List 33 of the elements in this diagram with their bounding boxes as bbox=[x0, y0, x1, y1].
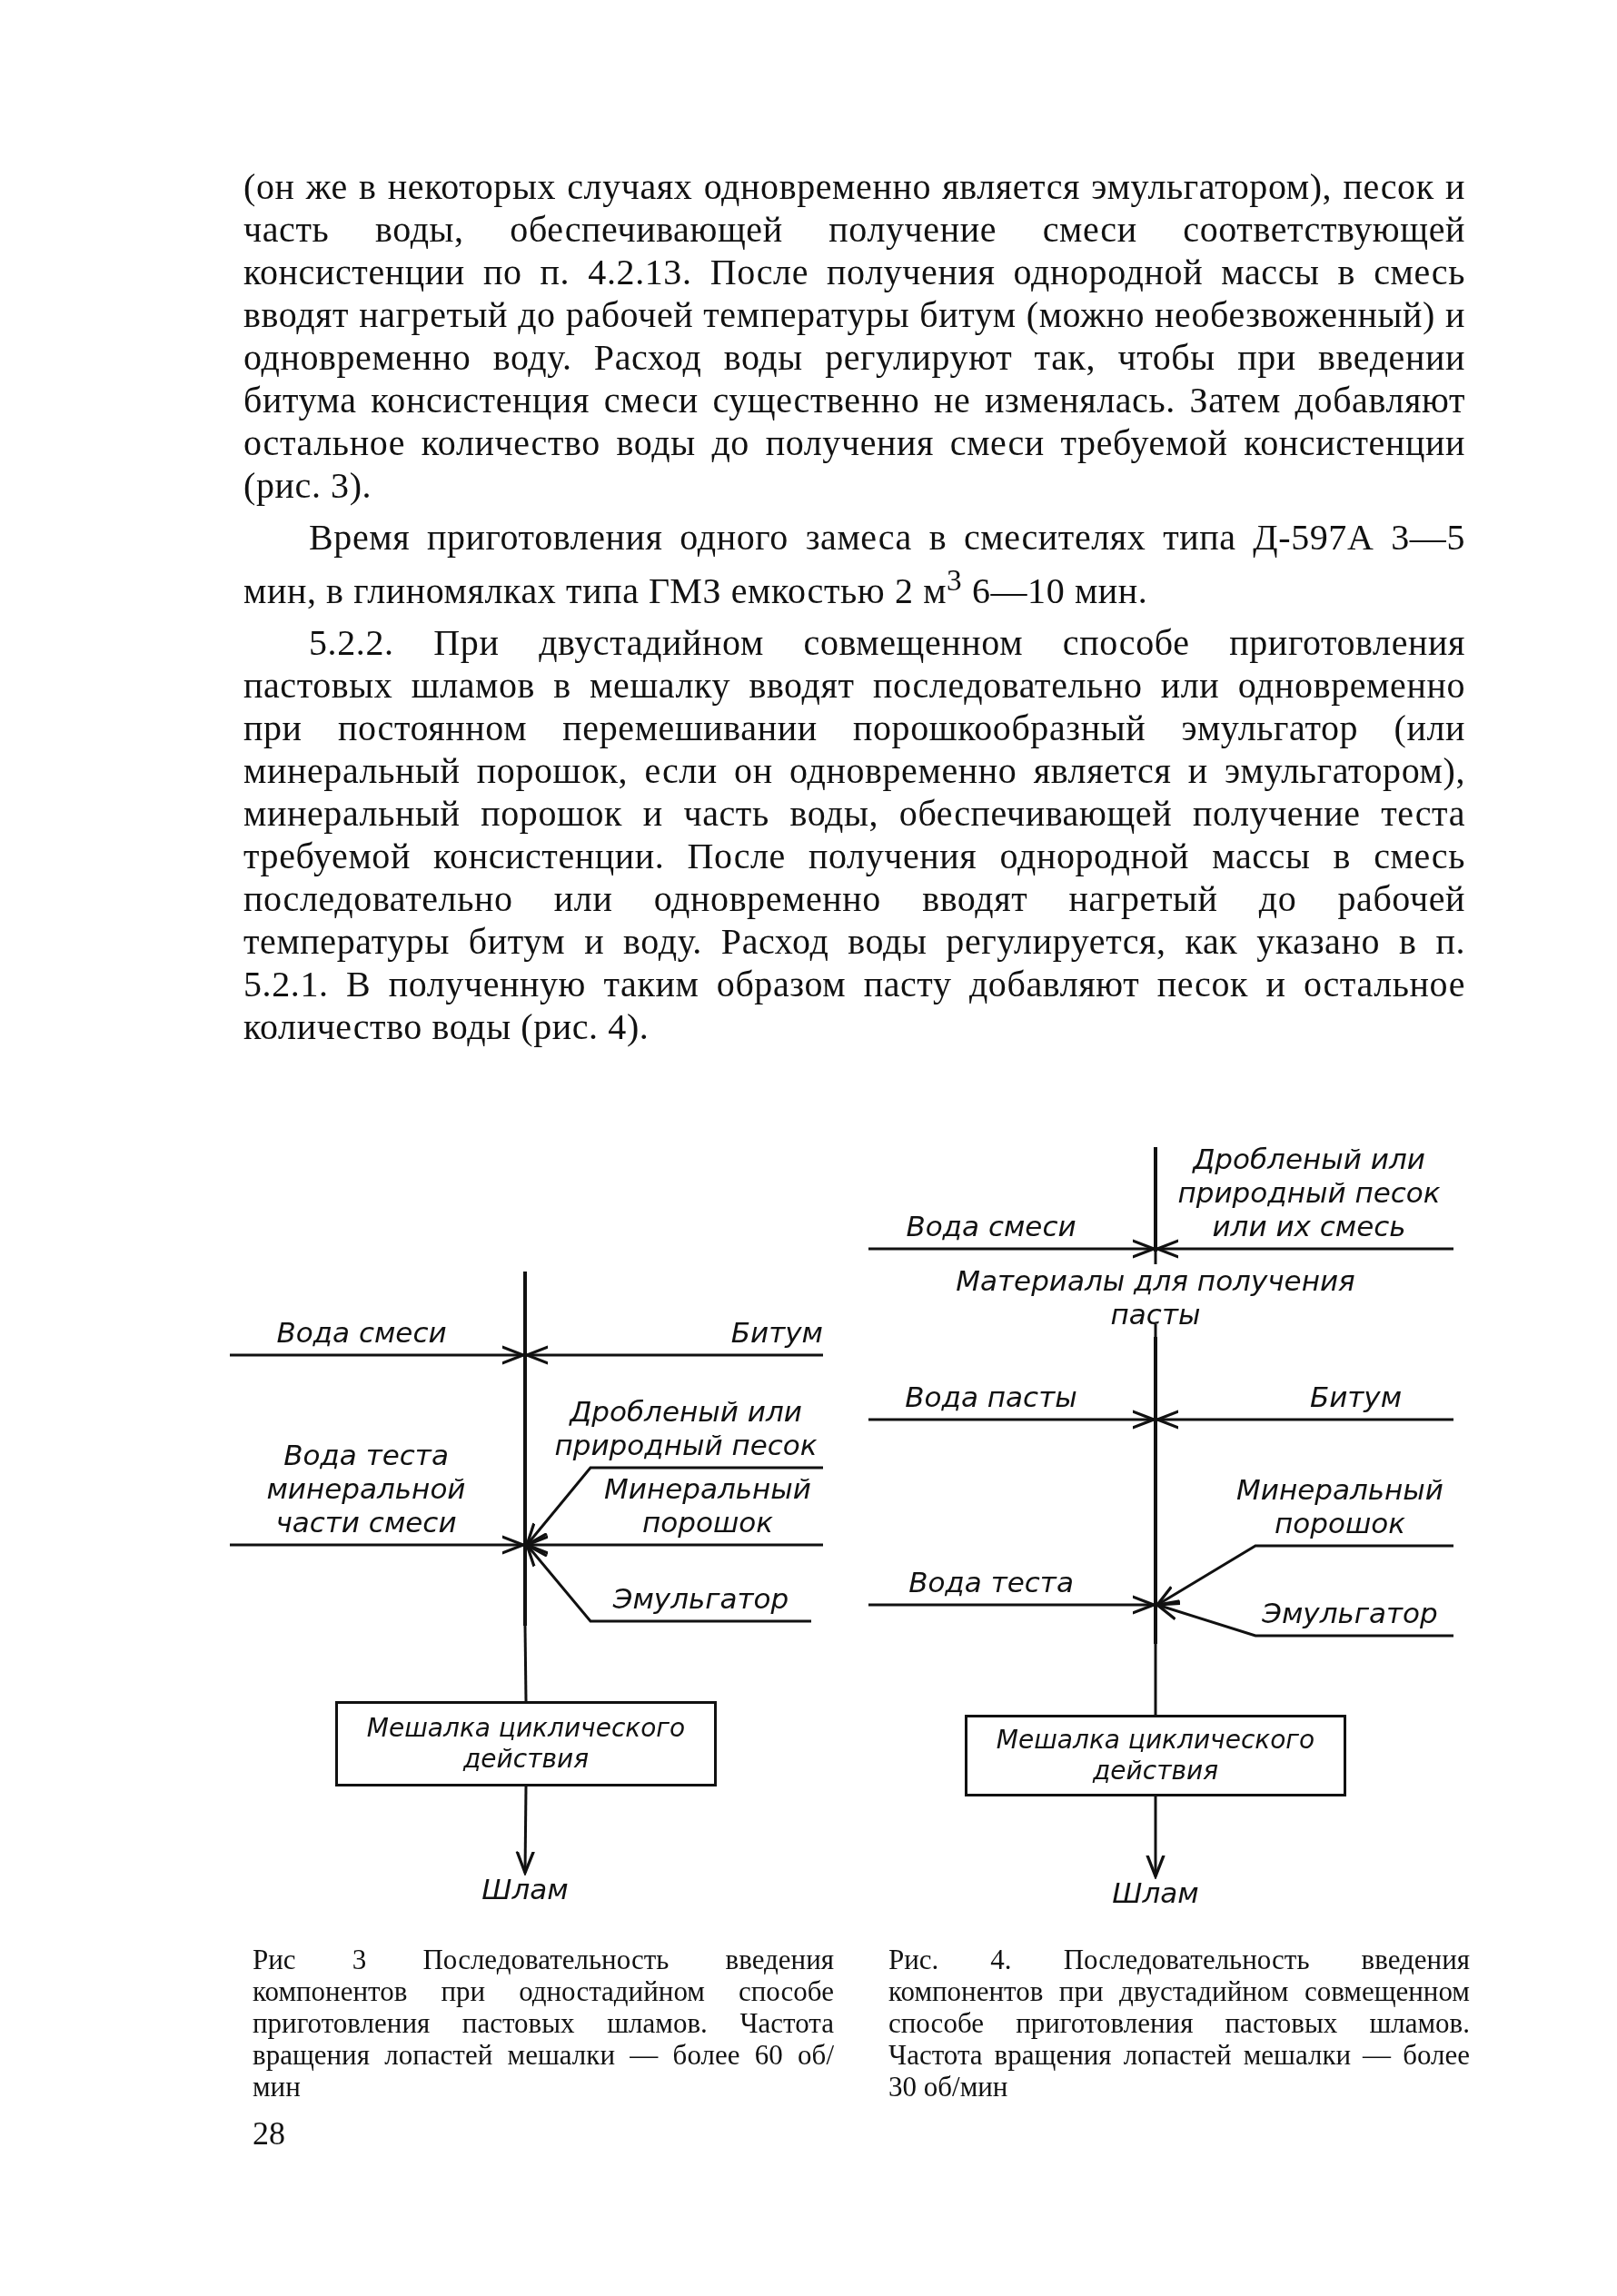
arrow bbox=[1156, 1410, 1453, 1430]
arrow bbox=[868, 1410, 1156, 1430]
arrow bbox=[525, 1345, 823, 1365]
output-label: Шлам bbox=[1092, 1876, 1219, 1920]
input-label: Вода смеси bbox=[230, 1304, 493, 1366]
input-label: Вода пасты bbox=[868, 1367, 1114, 1430]
page-number: 28 bbox=[253, 2118, 285, 2150]
arrow bbox=[1146, 1796, 1166, 1878]
arrow bbox=[230, 1535, 525, 1555]
arrow bbox=[868, 1239, 1156, 1259]
input-label: Эмульгатор bbox=[1246, 1591, 1453, 1647]
input-label: Битум bbox=[627, 1304, 823, 1366]
arrow bbox=[1156, 1239, 1453, 1259]
process-box: Мешалка циклического действия bbox=[965, 1715, 1346, 1796]
input-label: Вода теста bbox=[868, 1555, 1114, 1616]
arrow bbox=[868, 1595, 1156, 1615]
input-label: Минеральный порошок bbox=[1226, 1467, 1453, 1557]
input-label: Битум bbox=[1258, 1367, 1453, 1430]
input-label: Вода смеси bbox=[868, 1181, 1114, 1260]
input-label: Вода теста минеральной части смеси bbox=[230, 1426, 502, 1556]
figure-caption: Рис 3 Последовательность введения компонентов при одностадийном способе приготовления пастовых шламов. Частота вращения лопастей мешалки — более 60 об/мин bbox=[253, 1944, 834, 2103]
paragraph: Время приготовления одного замеса в смесителях типа Д-597А 3—5 мин, в глиномялках типа ГМЗ емкостью 2 м$^{3}$ 6—10 мин. bbox=[243, 516, 1465, 613]
output-label: Шлам bbox=[461, 1873, 589, 1916]
paragraph: 5.2.2. При двустадийном совмещенном способе приготовления пастовых шламов в мешалку вводят последовательно или одновременно при постоянном перемешивании порошкообразный эмульгатор (или минеральный порошок, если он одновременно является и эмульгатором), минеральный порошок и часть воды, обеспечивающей получение теста требуемой консистенции. После получения однородной массы в смесь последовательно или одновременно вводят нагретый до рабочей температуры битум и воду. Расход воды регулируется, как указано в п. 5.2.1. В полученную таким образом пасту добавляют песок и остальное количество воды (рис. 4). bbox=[243, 621, 1465, 1049]
input-label: Дробленый или природный песок или их смесь bbox=[1165, 1131, 1453, 1260]
paragraph: (он же в некоторых случаях одновременно является эмульгатором), песок и часть воды, обеспечивающей получение смеси соответствующей консистенции по п. 4.2.13. После получения однородной массы в смесь вводят нагретый до рабочей температуры битум (можно необезвоженный) и одновременно воду. Расход воды регулируют так, чтобы при введении битума консистенция смеси существенно не изменялась. Затем добавляют остальное количество воды до получения смеси требуемой консистенции (рис. 3). bbox=[243, 165, 1465, 507]
input-label: Эмульгатор bbox=[590, 1569, 811, 1632]
arrow bbox=[515, 1786, 535, 1875]
arrow bbox=[1156, 1601, 1453, 1638]
arrow bbox=[230, 1345, 525, 1365]
figure-caption: Рис. 4. Последовательность введения компонентов при двустадийном совмещенном способе приготовления пастовых шламов. Частота вращения лопастей мешалки — более 30 об/мин bbox=[888, 1944, 1470, 2103]
process-box: Мешалка циклического действия bbox=[335, 1701, 717, 1786]
input-label: Материалы для получения пасты bbox=[940, 1264, 1371, 1324]
